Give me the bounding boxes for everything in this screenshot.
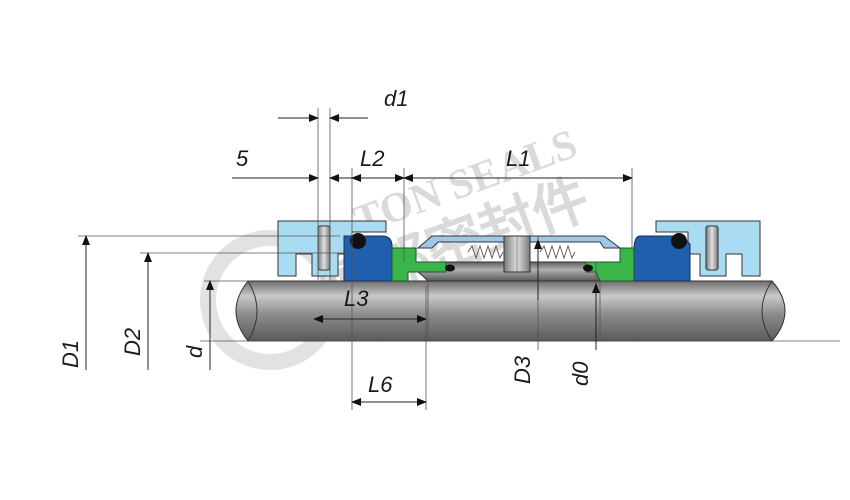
- springs: [467, 244, 576, 260]
- spring-right: [539, 244, 576, 260]
- shaft-right-end: [761, 280, 773, 342]
- o-rings: [350, 233, 687, 272]
- seal-face-left: [391, 247, 447, 282]
- label-D1: D1: [58, 340, 83, 368]
- seal-face-right: [585, 247, 635, 282]
- o-ring-face-right: [583, 264, 593, 272]
- label-d: d: [182, 345, 207, 358]
- label-5: 5: [236, 146, 249, 171]
- label-L6: L6: [368, 372, 393, 397]
- gland-left: [277, 220, 387, 277]
- anti-rotation-pins: [317, 225, 719, 271]
- label-L3: L3: [344, 286, 369, 311]
- label-d1: d1: [384, 86, 408, 111]
- label-D3: D3: [510, 355, 535, 384]
- spring-left: [467, 244, 504, 260]
- pin-right: [705, 225, 719, 271]
- shaft-left-end: [247, 280, 258, 342]
- shaft: [235, 280, 786, 342]
- extension-lines: [78, 108, 840, 410]
- o-ring-right: [671, 233, 687, 249]
- label-D2: D2: [120, 328, 145, 356]
- set-screw: [503, 235, 531, 273]
- seal-faces: [391, 247, 635, 282]
- label-L2: L2: [360, 146, 384, 171]
- dimension-lines: [82, 114, 633, 406]
- pin-left: [317, 225, 331, 271]
- label-L1: L1: [506, 146, 530, 171]
- shaft-body: [235, 280, 786, 342]
- o-ring-left: [350, 233, 366, 249]
- dimension-labels: d1 5 L2 L1 L3 L6 D1 D2 d D3 d0: [58, 86, 593, 397]
- o-ring-face-left: [445, 264, 455, 272]
- gland-left-body: [277, 220, 387, 277]
- label-d0: d0: [568, 361, 593, 386]
